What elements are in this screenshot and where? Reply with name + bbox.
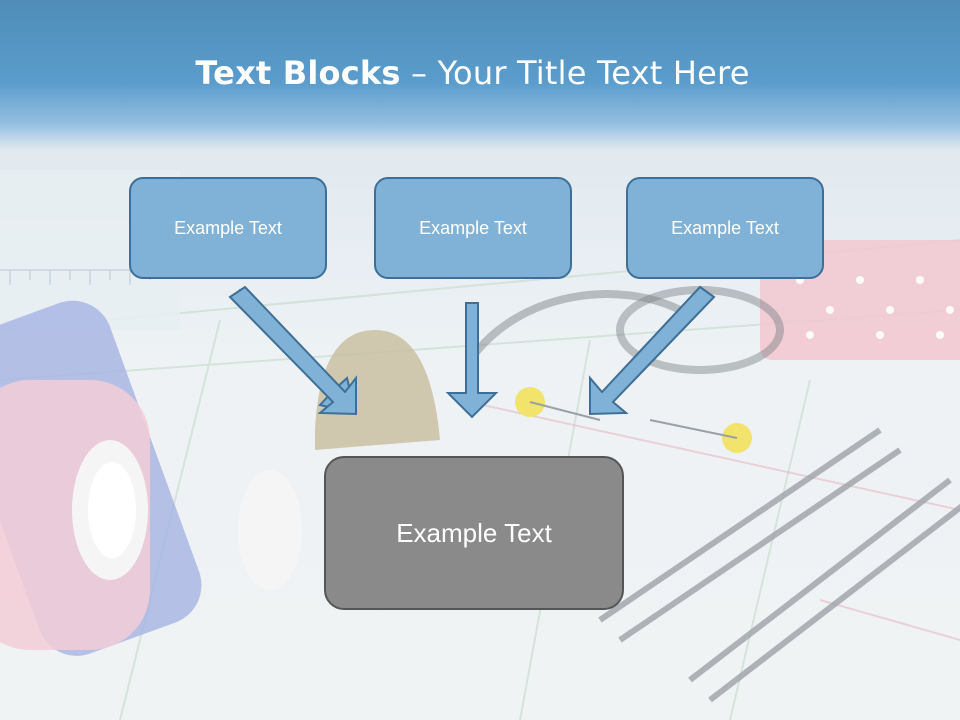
title-rest: Your Title Text Here	[437, 54, 750, 92]
text-block-2[interactable]: Example Text	[374, 177, 572, 279]
title-band	[0, 0, 960, 150]
text-block-3[interactable]: Example Text	[626, 177, 824, 279]
title-separator: –	[400, 54, 438, 92]
text-block-1[interactable]: Example Text	[129, 177, 327, 279]
title-bold: Text Blocks	[195, 54, 401, 92]
slide-title[interactable]: Text Blocks – Your Title Text Here	[0, 54, 945, 92]
center-text-block[interactable]: Example Text	[324, 456, 624, 610]
